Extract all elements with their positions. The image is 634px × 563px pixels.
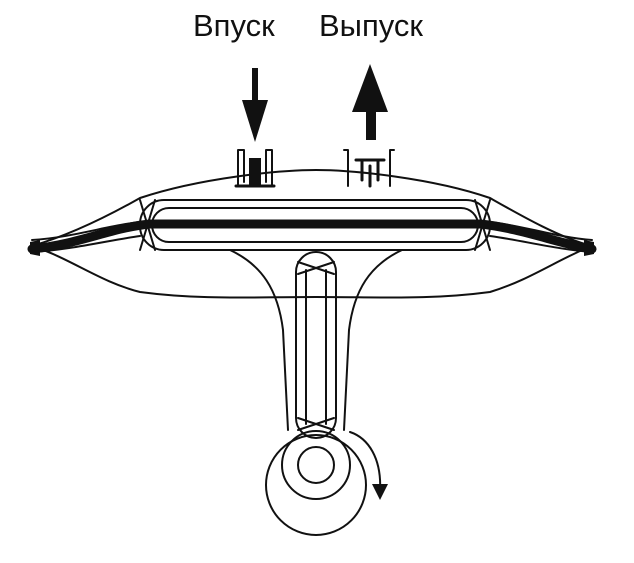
crank-outer-circle (265, 434, 367, 536)
intake-valve (249, 158, 261, 186)
right-tip (584, 240, 594, 256)
intake-label: Впуск (193, 8, 275, 43)
intake-port (237, 149, 273, 187)
exhaust-arrow-shaft (366, 108, 376, 140)
connecting-rod (295, 251, 337, 439)
left-tip (30, 240, 40, 256)
crank-inner-circle (297, 446, 335, 484)
center-rod (27, 219, 597, 254)
neck-right (343, 249, 403, 431)
exhaust-port (343, 149, 395, 187)
rotation-arrow-head (372, 484, 388, 500)
neck-left (229, 249, 289, 431)
exhaust-arrow-head (352, 64, 388, 112)
exhaust-label: Выпуск (319, 8, 423, 43)
rod-cross-bottom (297, 417, 335, 431)
rotation-arrow-arc (349, 431, 382, 493)
intake-arrow-shaft (252, 68, 258, 108)
rod-cross-top (297, 261, 335, 275)
crank-mid-circle (281, 430, 351, 500)
intake-arrow-head (242, 100, 268, 142)
